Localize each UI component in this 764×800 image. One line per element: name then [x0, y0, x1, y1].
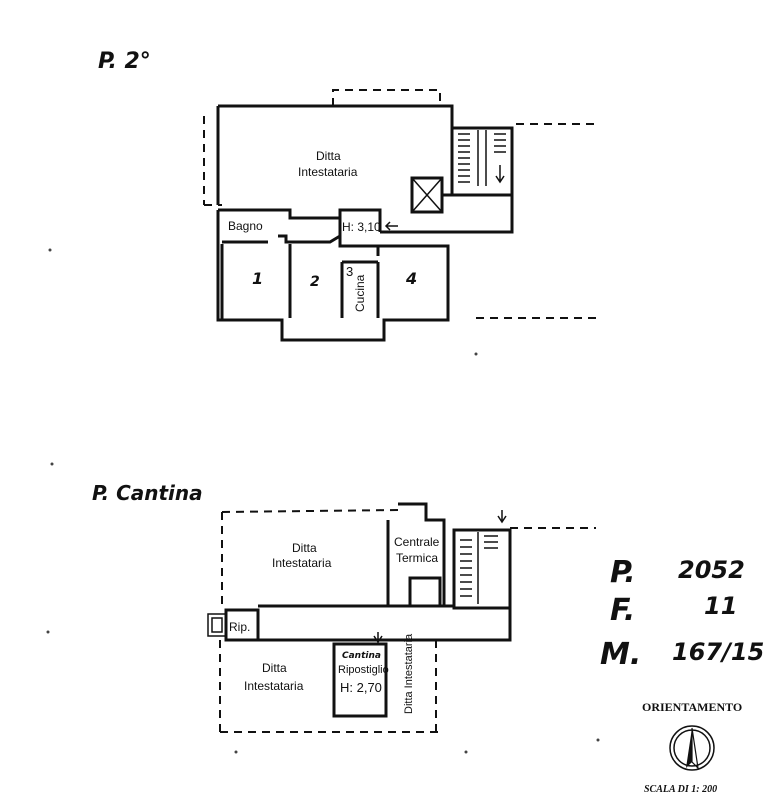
- catasto-p-label: P.: [610, 555, 636, 590]
- ripostiglio-label: Ripostiglio: [338, 664, 389, 676]
- floor2-room3-label: 3: [346, 264, 353, 279]
- cantina-intestataria-top-label: Intestataria: [272, 556, 332, 570]
- cantina-height-label: H: 2,70: [340, 680, 382, 695]
- catasto-f-label: F.: [610, 593, 635, 628]
- floor2-bagno-label: Bagno: [228, 219, 263, 233]
- scala-label: SCALA DI 1: 200: [644, 784, 717, 795]
- floor2-title: P. 2°: [98, 49, 151, 74]
- cantina-plan: [207, 502, 596, 733]
- floor2-room1-label: 1: [252, 269, 263, 288]
- north-arrow-icon: [669, 725, 715, 771]
- catasto-f-value: 11: [704, 592, 737, 620]
- termica-label: Termica: [396, 551, 438, 565]
- floor2-height-label: H: 3,10: [342, 220, 381, 234]
- centrale-label: Centrale: [394, 535, 440, 549]
- cantina-ditta-vertical-label: Ditta Intestataria: [403, 633, 415, 714]
- floor2-intestataria-label: Intestataria: [298, 165, 358, 179]
- cantina-ditta-top-label: Ditta: [292, 541, 317, 555]
- catasto-m-value: 167/15: [672, 638, 764, 666]
- cantina-word-label: Cantina: [342, 651, 381, 661]
- catasto-m-label: M.: [600, 637, 641, 672]
- rip-label: Rip.: [229, 620, 250, 634]
- catasto-p-value: 2052: [678, 556, 745, 584]
- catasto-references: P. 2052 F. 11 M. 167/15: [600, 555, 764, 672]
- floor2-stairs: [458, 130, 506, 186]
- cantina-intestataria-left-label: Intestataria: [244, 679, 304, 693]
- floor2-room2-label: 2: [310, 274, 320, 290]
- floor2-plan: [203, 89, 598, 342]
- floor2-cucina-label: Cucina: [353, 274, 367, 312]
- cantina-stairs: [460, 510, 507, 604]
- cantina-ditta-left-label: Ditta: [262, 661, 287, 675]
- floor2-ditta-label: Ditta: [316, 149, 341, 163]
- cantina-title: P. Cantina: [92, 481, 203, 505]
- orientamento-label: ORIENTAMENTO: [642, 700, 742, 714]
- floor2-room4-label: 4: [405, 269, 417, 288]
